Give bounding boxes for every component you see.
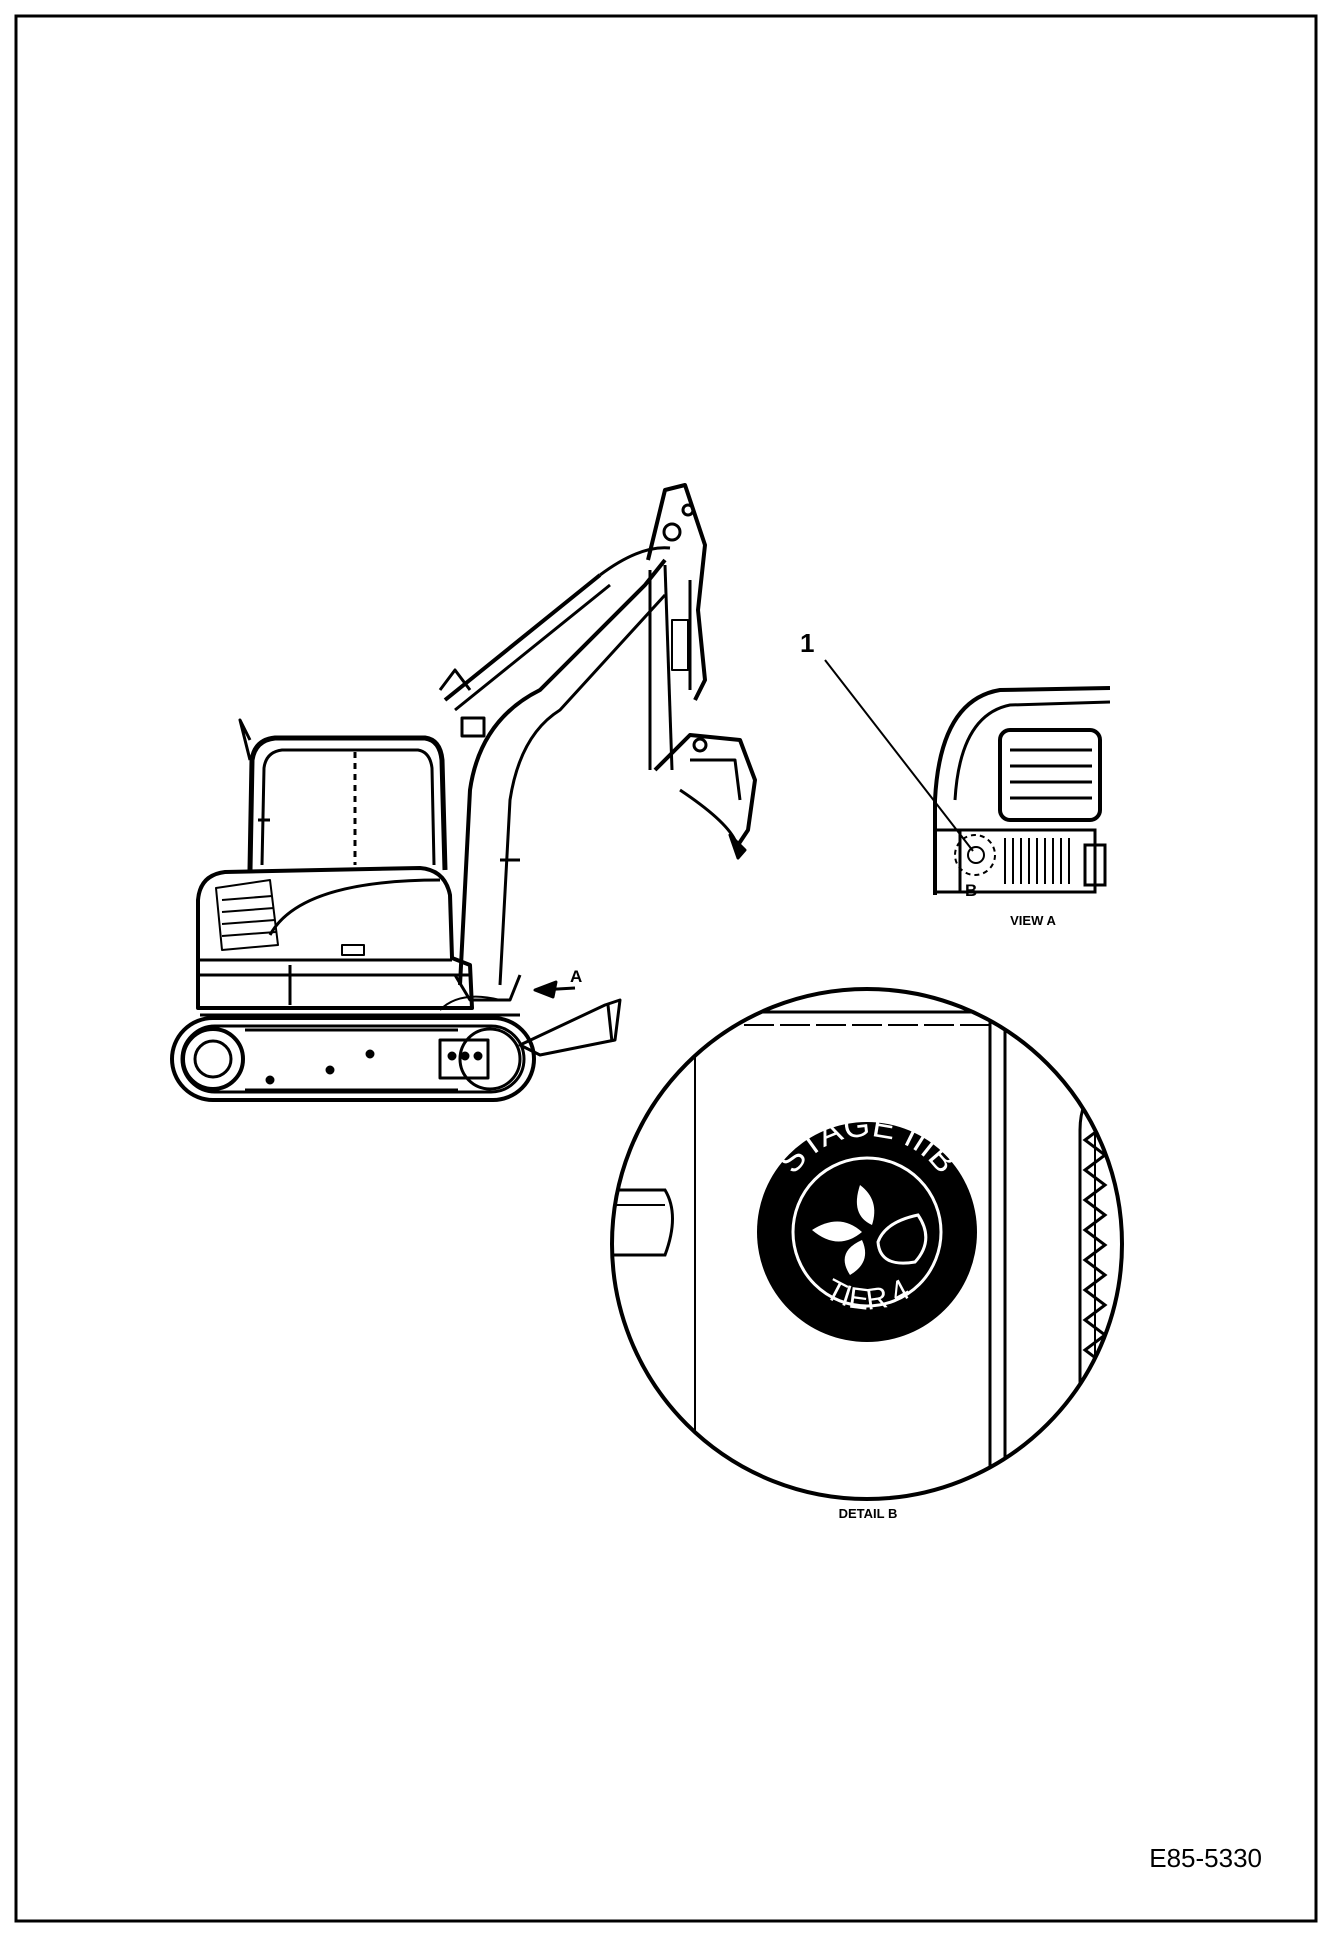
detail-b-marker-circle — [954, 834, 996, 876]
leaf-icon — [812, 1185, 875, 1275]
boom — [438, 558, 667, 1011]
upper-structure — [196, 866, 520, 1017]
boom-cylinder — [443, 546, 671, 712]
crawler-track — [170, 1016, 536, 1102]
view-a-caption: VIEW A — [1010, 913, 1056, 928]
page-border — [14, 14, 1318, 1923]
callout-leader-line — [824, 659, 974, 852]
detail-b-marker-label: B — [965, 881, 977, 900]
view-a-arrow-label: A — [570, 967, 582, 986]
view-a-arrow — [533, 980, 576, 999]
stage-iiib-tier4-emblem: STAGE IIIB TIER 4 — [757, 1106, 977, 1342]
excavator-drawing — [170, 483, 757, 1102]
bucket — [653, 733, 757, 860]
cab-frame — [238, 718, 448, 871]
dozer-blade — [518, 998, 622, 1057]
drop-icon — [876, 1213, 928, 1265]
view-a-drawing — [824, 659, 1110, 895]
callout-number: 1 — [800, 628, 815, 658]
detail-b-caption: DETAIL B — [839, 1506, 898, 1521]
document-number: E85-5330 — [1149, 1843, 1262, 1873]
arm — [646, 483, 707, 771]
